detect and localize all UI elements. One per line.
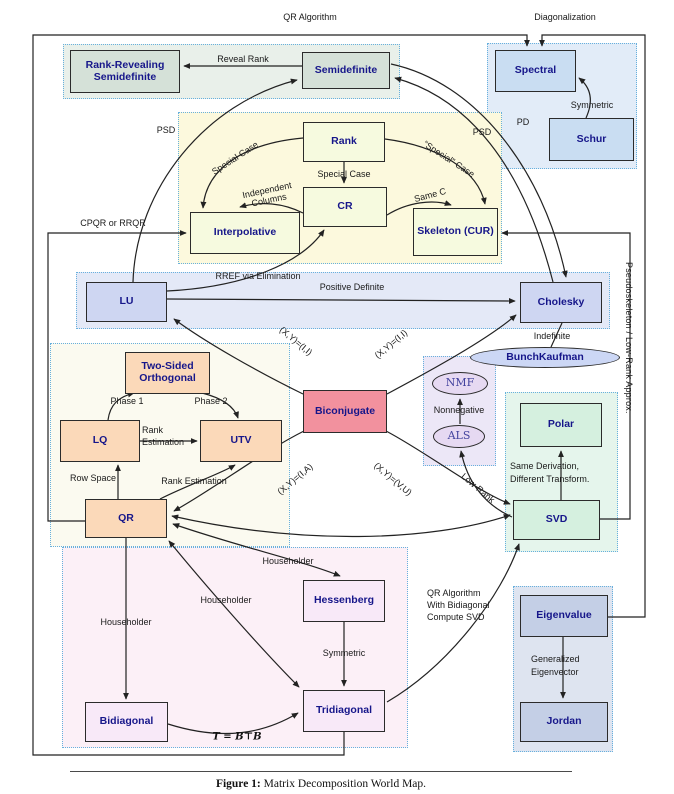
edge-bidiagonal-tridiagonal	[167, 712, 299, 735]
node-svd: SVD	[513, 500, 600, 540]
edge-label-pd: PD	[516, 117, 530, 127]
edge-label-qr-algorithm: QR Algorithm	[283, 12, 337, 22]
figure-caption-text: Matrix Decomposition World Map.	[263, 778, 427, 790]
node-biconjugate: Biconjugate	[303, 390, 387, 433]
node-semidefinite: Semidefinite	[302, 52, 390, 89]
node-qr: QR	[85, 499, 167, 538]
edge-label-pseudoskeleton-lowrank: Pseudoskeleton / Low-Rank Approx.	[624, 262, 634, 414]
edge-qr-algorithm-border	[32, 34, 530, 756]
node-hessenberg: Hessenberg	[303, 580, 385, 622]
node-als: ALS	[433, 425, 485, 448]
node-nmf: NMF	[432, 372, 488, 395]
edge-label-householder: Householder	[262, 556, 314, 566]
edge-lu-semidefinite-psd	[132, 78, 298, 283]
edge-lq-twosided-phase1	[107, 391, 135, 421]
edge-label-line: Rank	[142, 425, 164, 435]
edge-cr-interpolative	[239, 202, 304, 214]
figure-label: Figure 1:	[215, 778, 261, 790]
edge-label-phase-1: Phase 1	[110, 396, 144, 406]
node-bunchkaufman: BunchKaufman	[470, 347, 620, 368]
edge-label-householder: Householder	[100, 617, 152, 627]
node-cr: CR	[303, 187, 387, 227]
edge-qr-hessenberg	[172, 523, 341, 577]
edge-label-special-case: Special Case	[317, 169, 371, 179]
edge-label-line: Different Transform.	[510, 474, 590, 484]
edge-label-row-space: Row Space	[69, 473, 117, 483]
edge-qr-tridiagonal	[168, 540, 300, 688]
edge-lu-cr-rref	[166, 229, 325, 292]
edge-semidefinite-cholesky-pd	[390, 63, 568, 278]
edge-label-symmetric: Symmetric	[570, 100, 614, 110]
node-skeleton-cur: Skeleton (CUR)	[413, 208, 498, 256]
edge-biconjugate-qr	[173, 430, 305, 512]
node-polar: Polar	[520, 403, 602, 447]
node-tridiagonal: Tridiagonal	[303, 690, 385, 732]
edge-cholesky-bunchkaufman	[550, 322, 563, 348]
node-utv: UTV	[200, 420, 282, 462]
edge-tridiagonal-svd	[386, 543, 520, 703]
edge-label-psd: PSD	[472, 127, 492, 137]
edge-qr-interpolative-cpqr	[47, 230, 187, 522]
edge-label-symmetric: Symmetric	[322, 648, 366, 658]
node-rank: Rank	[303, 122, 385, 162]
edge-diagonalization-border	[539, 34, 646, 618]
edge-biconjugate-lu	[173, 318, 304, 395]
node-bidiagonal: Bidiagonal	[85, 702, 168, 742]
edge-label-line: Estimation	[142, 437, 185, 447]
edge-label-t-equals-btb: T = B⊤B	[212, 731, 262, 743]
node-schur: Schur	[549, 118, 634, 161]
node-interpolative: Interpolative	[190, 212, 300, 254]
figure-caption: Figure 1: Matrix Decomposition World Map…	[0, 778, 642, 790]
edge-label-diagonalization: Diagonalization	[534, 12, 596, 22]
edge-label-positive-definite: Positive Definite	[319, 282, 385, 292]
edge-biconjugate-cholesky	[386, 314, 517, 395]
node-lu: LU	[86, 282, 167, 322]
edge-label-phase-2: Phase 2	[194, 396, 228, 406]
edge-schur-spectral	[578, 77, 591, 119]
node-rank-revealing-semidefinite: Rank-Revealing Semidefinite	[70, 50, 180, 93]
edge-label-rank-estimation: Rank Estimation	[161, 476, 227, 486]
edge-label-nonnegative: Nonnegative	[433, 405, 485, 415]
edge-svd-als-lowrank	[459, 450, 513, 518]
edge-label-indefinite: Indefinite	[533, 331, 571, 341]
edge-label-line: Compute SVD	[427, 612, 485, 622]
edge-label-rref-via-elimination: RREF via Elimination	[215, 271, 301, 281]
edge-biconjugate-svd	[385, 430, 511, 505]
caption-rule	[70, 771, 572, 772]
edge-label-line: Same Derivation,	[510, 461, 580, 471]
node-jordan: Jordan	[520, 702, 608, 742]
edge-label-psd: PSD	[156, 125, 176, 135]
node-eigenvalue: Eigenvalue	[520, 595, 608, 637]
node-cholesky: Cholesky	[520, 282, 602, 323]
node-spectral: Spectral	[495, 50, 576, 92]
edge-label-cpqr-or-rrqr: CPQR or RRQR	[80, 218, 146, 228]
edge-cholesky-semidefinite-psd	[394, 76, 554, 283]
edge-label-reveal-rank: Reveal Rank	[217, 54, 269, 64]
edge-cr-skeleton	[386, 200, 452, 216]
edge-svd-skeleton-pseudoskeleton	[501, 230, 631, 520]
edge-rank-interpolative	[200, 137, 304, 209]
edge-rank-skeleton	[384, 138, 487, 205]
edge-label-line: QR Algorithm	[427, 588, 481, 598]
edge-label-householder: Householder	[200, 595, 252, 605]
edge-twosided-utv-phase2	[201, 392, 239, 419]
edge-qr-utv-rankest	[159, 464, 236, 500]
edge-label-line: Eigenvector	[531, 667, 579, 677]
edge-label-line: With Bidiagonal	[427, 600, 490, 610]
edge-qr-svd	[171, 514, 511, 538]
edge-label-same-derivation: Same Derivation, Different Transform.	[510, 460, 589, 486]
node-two-sided-orthogonal: Two-Sided Orthogonal	[125, 352, 210, 394]
edge-label-line: Generalized	[531, 654, 580, 664]
node-lq: LQ	[60, 420, 140, 462]
edge-lu-cholesky-posdef	[166, 297, 516, 304]
